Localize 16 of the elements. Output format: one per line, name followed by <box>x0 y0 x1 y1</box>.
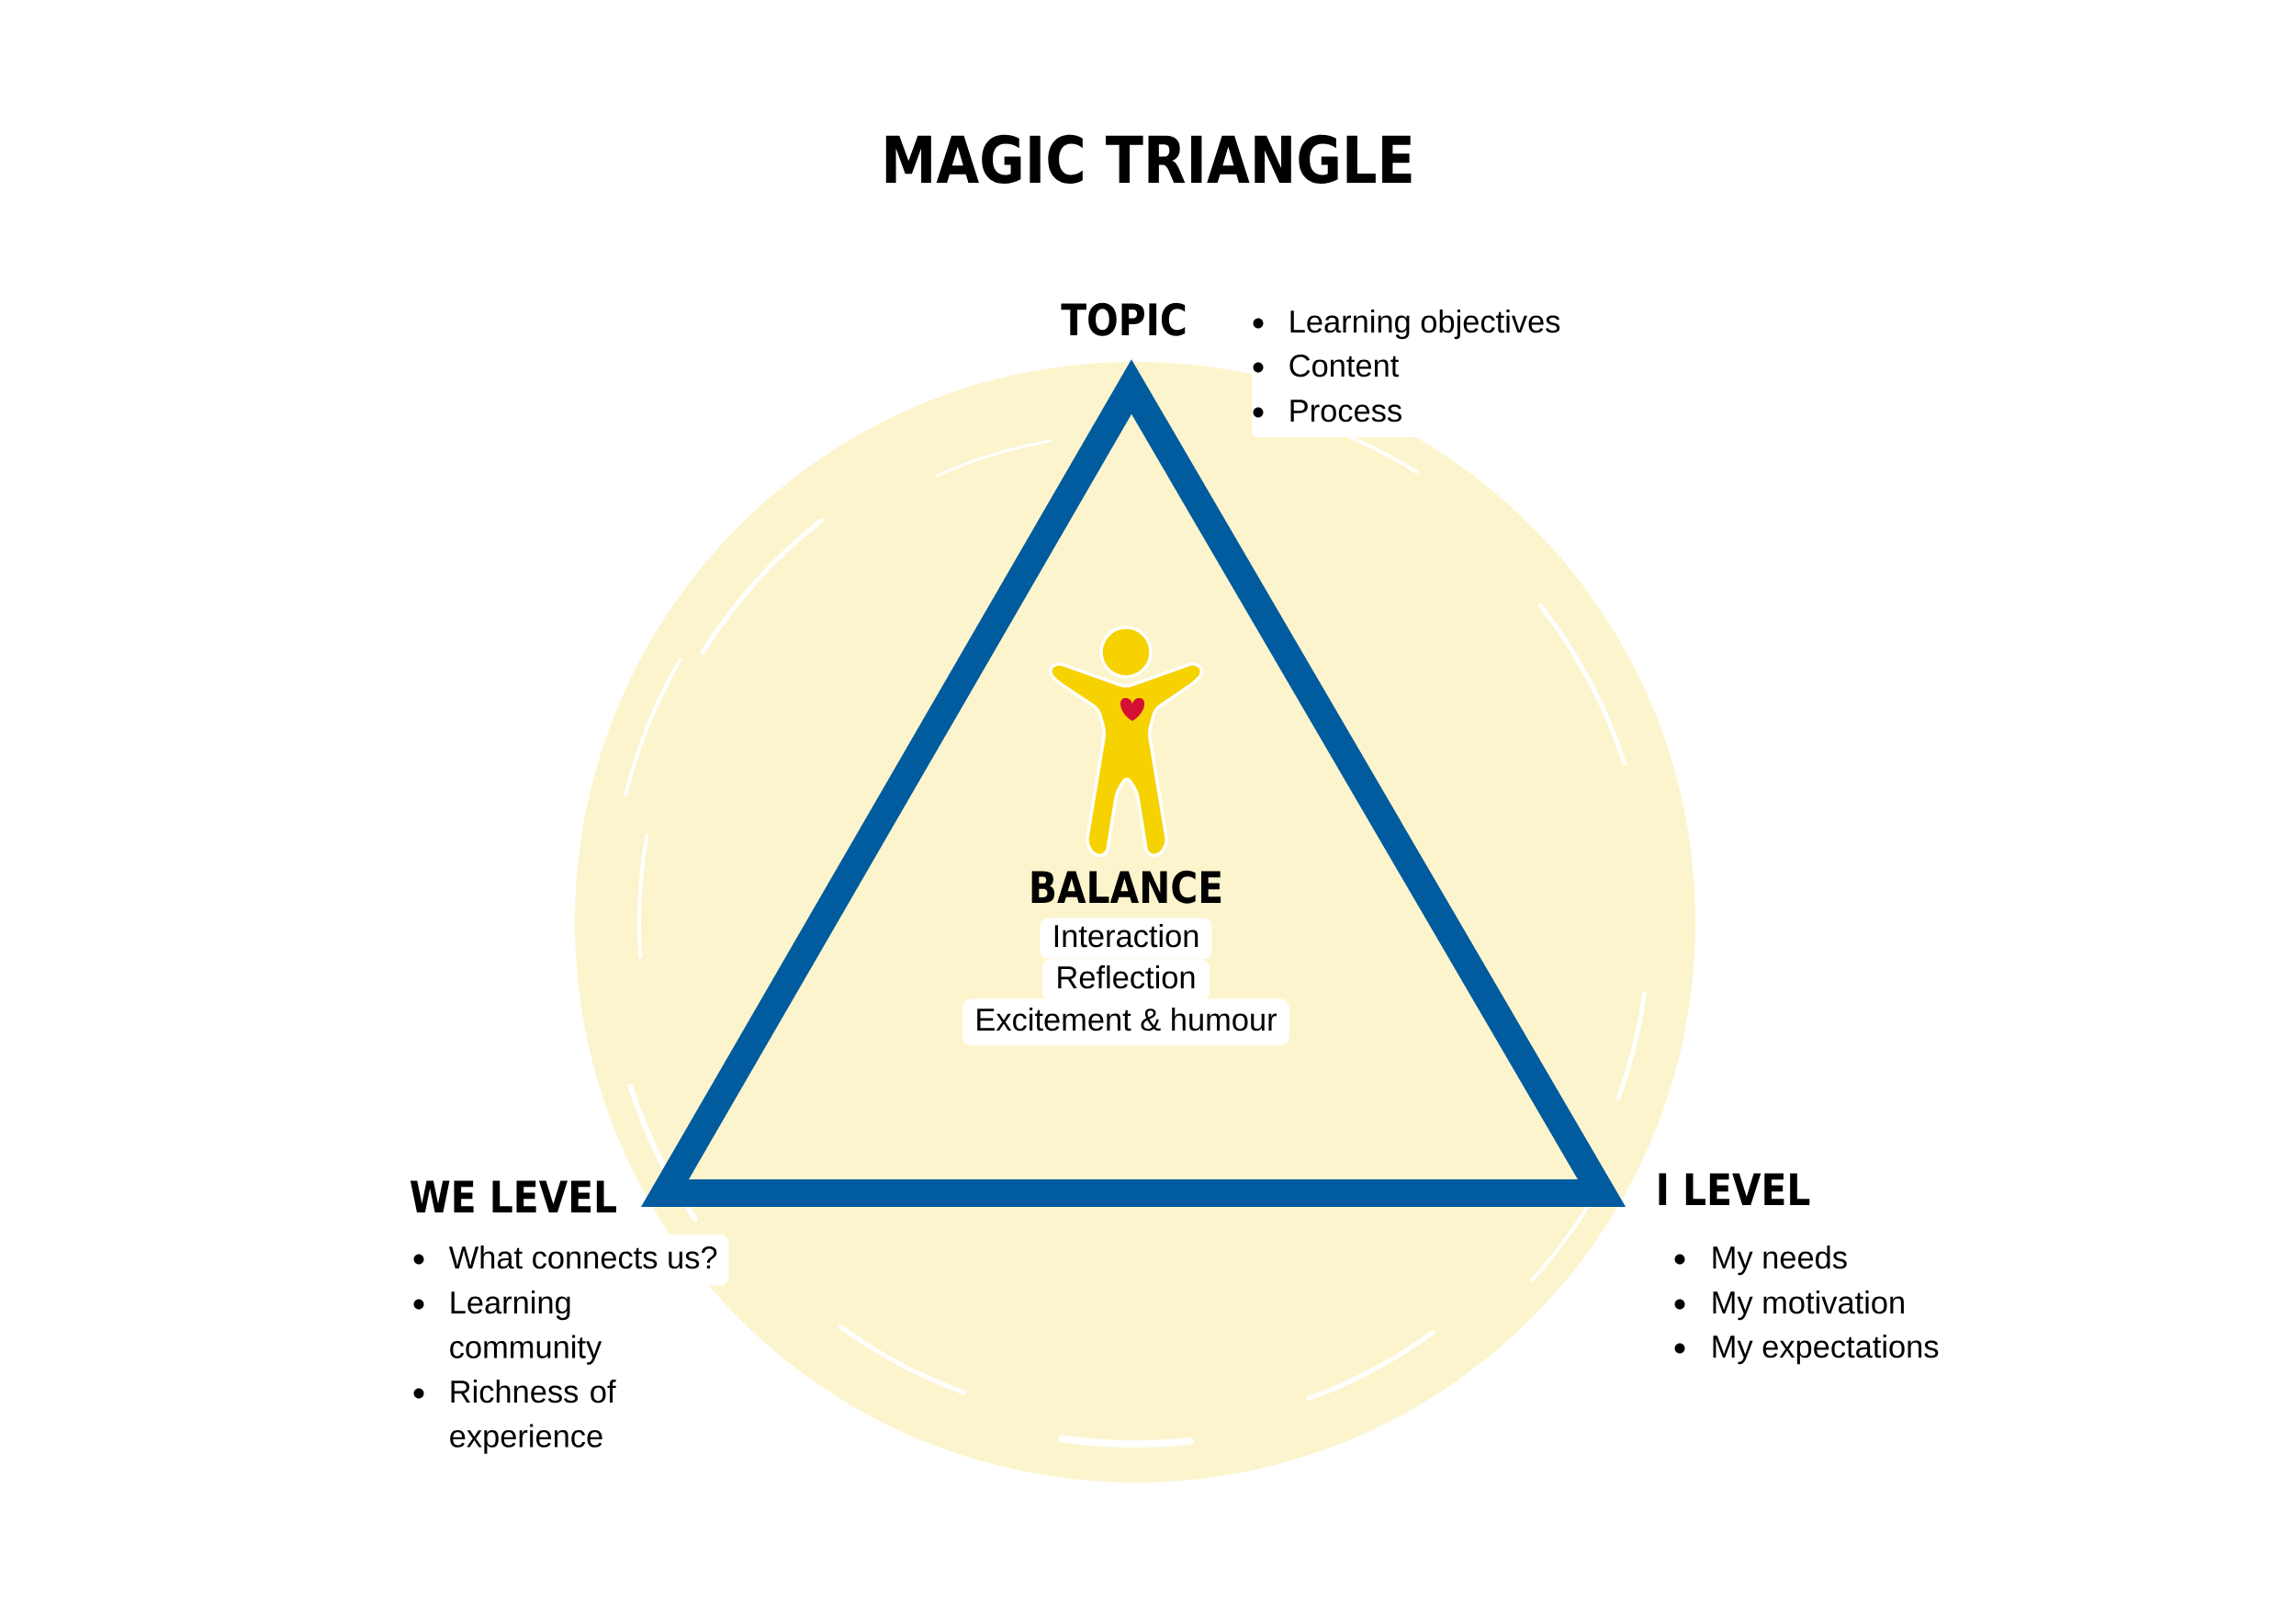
list-item: Process <box>1290 400 1401 423</box>
heading: WE LEVEL <box>410 1180 616 1212</box>
list-item: What connects us? <box>437 1234 729 1286</box>
list-item: My expectations <box>1713 1335 1939 1365</box>
list-item: My motivation <box>1713 1291 1904 1321</box>
list-item: Reflection <box>1042 959 1210 1001</box>
list-item: My needs <box>1713 1245 1847 1276</box>
list-item: Learning community <box>450 1291 602 1365</box>
title: MAGIC TRIANGLE <box>885 134 1412 184</box>
heading: TOPIC <box>1061 302 1186 336</box>
heading: BALANCE <box>1031 870 1221 904</box>
list-item: Interaction <box>1040 918 1212 960</box>
list-item: Excitement & humour <box>962 998 1289 1046</box>
heading: I LEVEL <box>1659 1173 1810 1205</box>
list-item: Learning objectives <box>1290 310 1560 340</box>
list-item: Richness of experience <box>450 1380 616 1454</box>
